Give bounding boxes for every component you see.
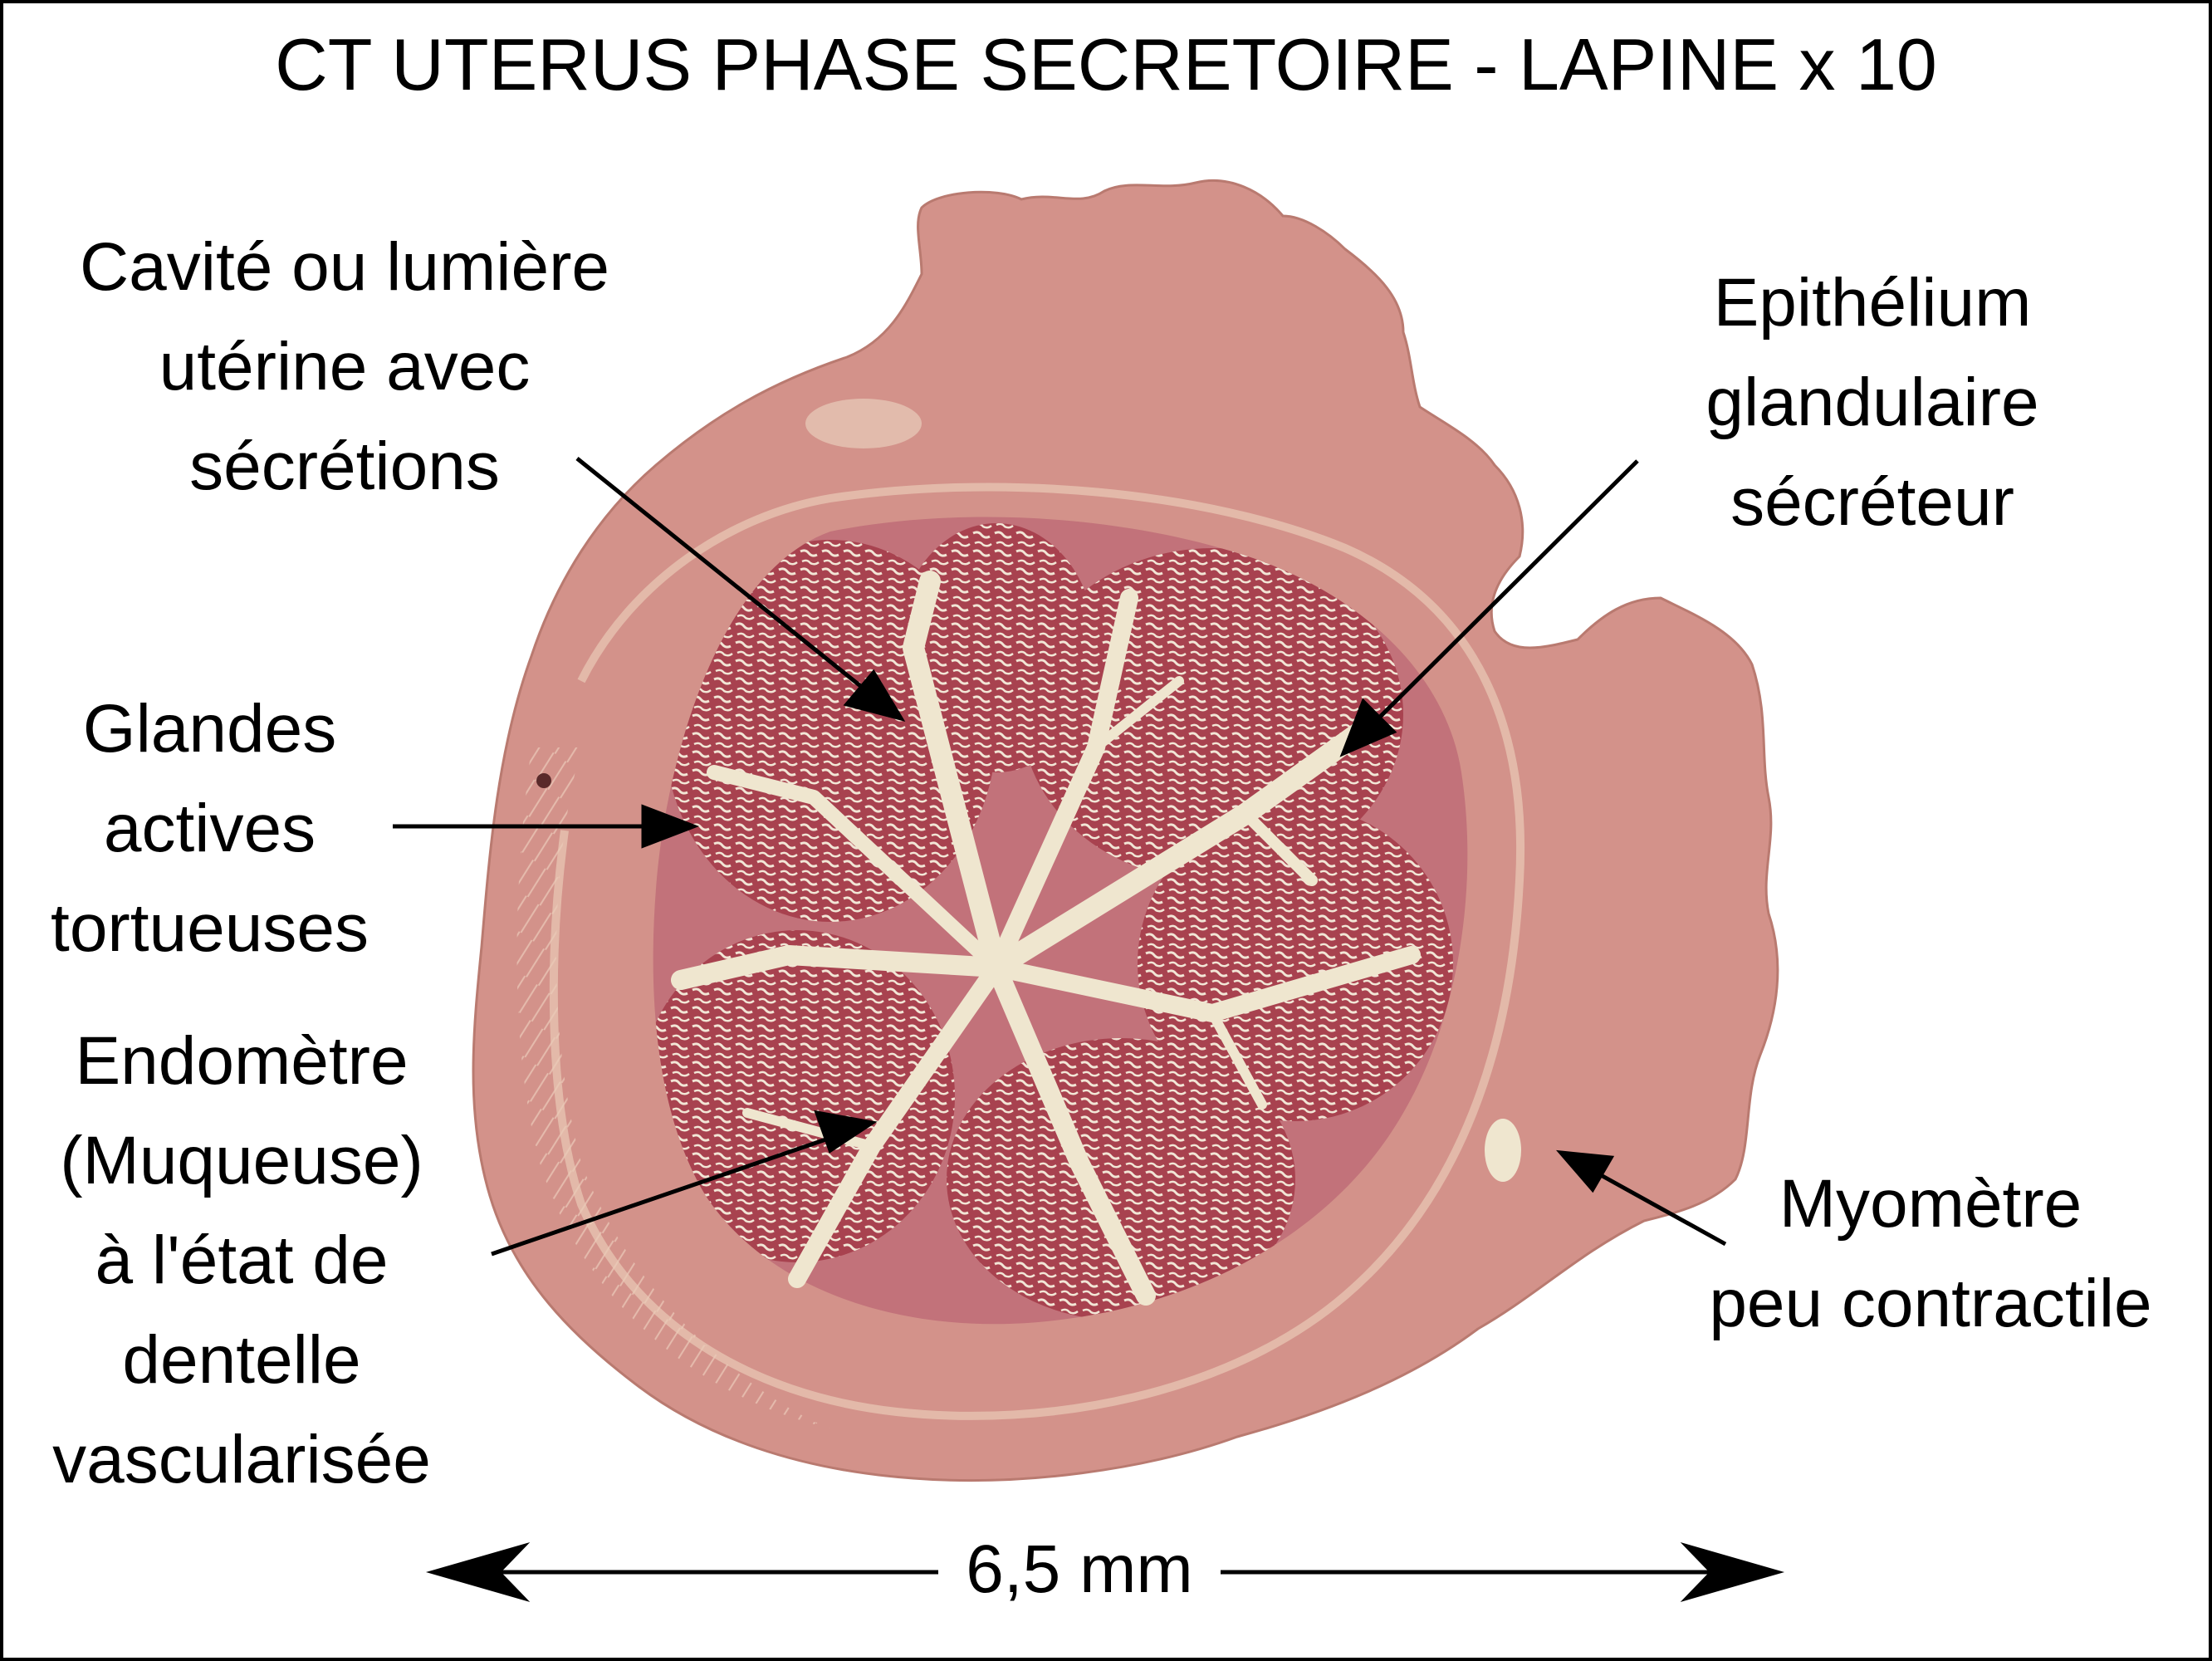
arrow-endometre	[491, 1131, 844, 1257]
figure-title: CT UTERUS PHASE SECRETOIRE - LAPINE x 10	[275, 23, 1937, 105]
label-line: (Muqueuse)	[60, 1123, 423, 1198]
label-line: peu contractile	[1709, 1266, 2152, 1341]
label-line: utérine avec	[159, 329, 531, 404]
myometrium-layer-line	[549, 483, 1525, 1420]
arrow-myometre	[1584, 1164, 1727, 1247]
label-line: à l'état de	[95, 1222, 389, 1298]
label-epithelium: Epithélium glandulaire sécréteur	[1578, 253, 2167, 552]
scale-bar-label: 6,5 mm	[938, 1520, 1221, 1619]
arrow-cavite-head	[843, 669, 906, 722]
label-line: glandulaire	[1705, 365, 2039, 440]
label-endometre: Endomètre (Muqueuse) à l'état de dentell…	[0, 1012, 483, 1510]
blood-vessel	[1485, 1119, 1521, 1182]
glands-lace	[653, 523, 1453, 1320]
label-line: sécrétions	[189, 429, 500, 504]
label-glandes: Glandes actives tortueuses	[0, 679, 419, 978]
blood-vessel	[805, 399, 922, 448]
label-line: sécréteur	[1730, 464, 2014, 540]
label-cavite-uterine: Cavité ou lumière utérine avec sécrétion…	[0, 218, 689, 517]
label-line: Epithélium	[1713, 265, 2032, 341]
label-line: actives	[103, 791, 316, 866]
uterine-lumen	[671, 571, 1421, 1306]
arrow-glandes-head	[641, 804, 699, 849]
label-line: Cavité ou lumière	[79, 229, 610, 305]
label-line: Myomètre	[1779, 1166, 2082, 1242]
myometrium-fibers	[516, 747, 830, 1428]
label-line: dentelle	[122, 1322, 361, 1398]
arrow-endometre-head	[814, 1110, 878, 1154]
arrow-epithelium	[1360, 459, 1639, 737]
label-line: Glandes	[82, 691, 337, 767]
label-line: tortueuses	[51, 890, 369, 966]
arrow-epithelium-head	[1339, 698, 1397, 757]
label-myometre: Myomètre peu contractile	[1652, 1154, 2209, 1354]
annotation-arrows	[393, 457, 1727, 1257]
debris-spot	[536, 773, 551, 788]
label-line: Endomètre	[75, 1023, 409, 1099]
arrow-cavite	[575, 457, 882, 703]
label-line: vascularisée	[52, 1422, 431, 1497]
arrow-myometre-head	[1556, 1149, 1615, 1193]
